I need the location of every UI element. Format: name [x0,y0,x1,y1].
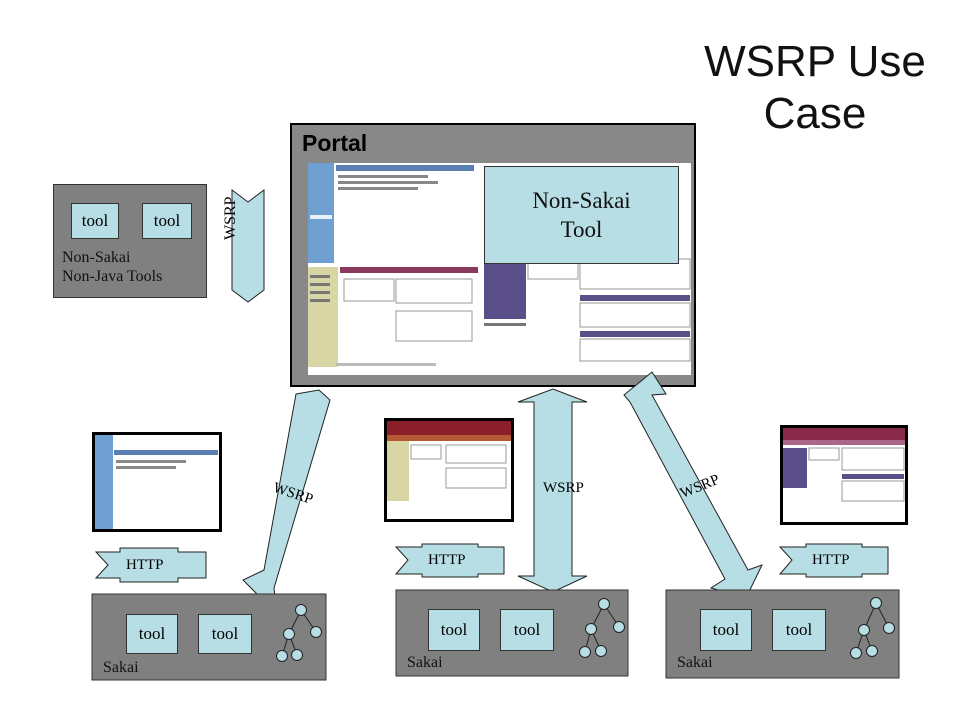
http-label-left: HTTP [126,557,164,573]
portal-nonsakai-tool-line2: Tool [560,217,603,242]
portal-nonsakai-tool: Non-Sakai Tool [484,166,679,264]
sakai1-tool-2: tool [198,614,252,654]
sakai2-tool-1: tool [428,609,480,651]
http-arrow-left [94,547,207,583]
sakai1-label: Sakai [103,659,139,676]
nonsakai-tool-2: tool [142,203,192,239]
http-arrow-center [394,543,505,578]
sakai3-label: Sakai [677,654,713,671]
nonsakai-tool-1: tool [71,203,119,239]
sakai1-tool-1: tool [126,614,178,654]
portal-title: Portal [302,130,368,156]
slide-title: WSRP Use Case [690,36,940,140]
tree-icon-2 [579,598,625,658]
portal-nonsakai-tool-line1: Non-Sakai [532,188,631,213]
http-arrow-right [778,543,889,578]
http-label-center: HTTP [428,552,466,568]
slide-title-line2: Case [763,89,867,138]
sakai3-tool-2: tool [772,609,826,651]
slide-title-line1: WSRP Use [704,37,926,86]
wsrp-arrow-center [517,388,588,593]
sakai2-tool-2: tool [500,609,554,651]
http-label-right: HTTP [812,552,850,568]
wsrp-label-center: WSRP [543,480,584,496]
nonsakai-tools-label-line1: Non-Sakai [62,249,131,266]
portal-screenshot-drawing [308,163,691,367]
nonsakai-tools-label-line2: Non-Java Tools [62,268,163,285]
tree-icon-3 [850,597,895,659]
wsrp-arrow-right [623,371,763,599]
wsrp-arrow-nonsakai [231,189,265,303]
nonsakai-tools-label: Non-Sakai Non-Java Tools [62,248,162,286]
wsrp-label-nonsakai: WSRP [222,196,239,240]
sakai2-label: Sakai [407,654,443,671]
tree-icon-1 [276,604,322,662]
sakai3-tool-1: tool [700,609,752,651]
